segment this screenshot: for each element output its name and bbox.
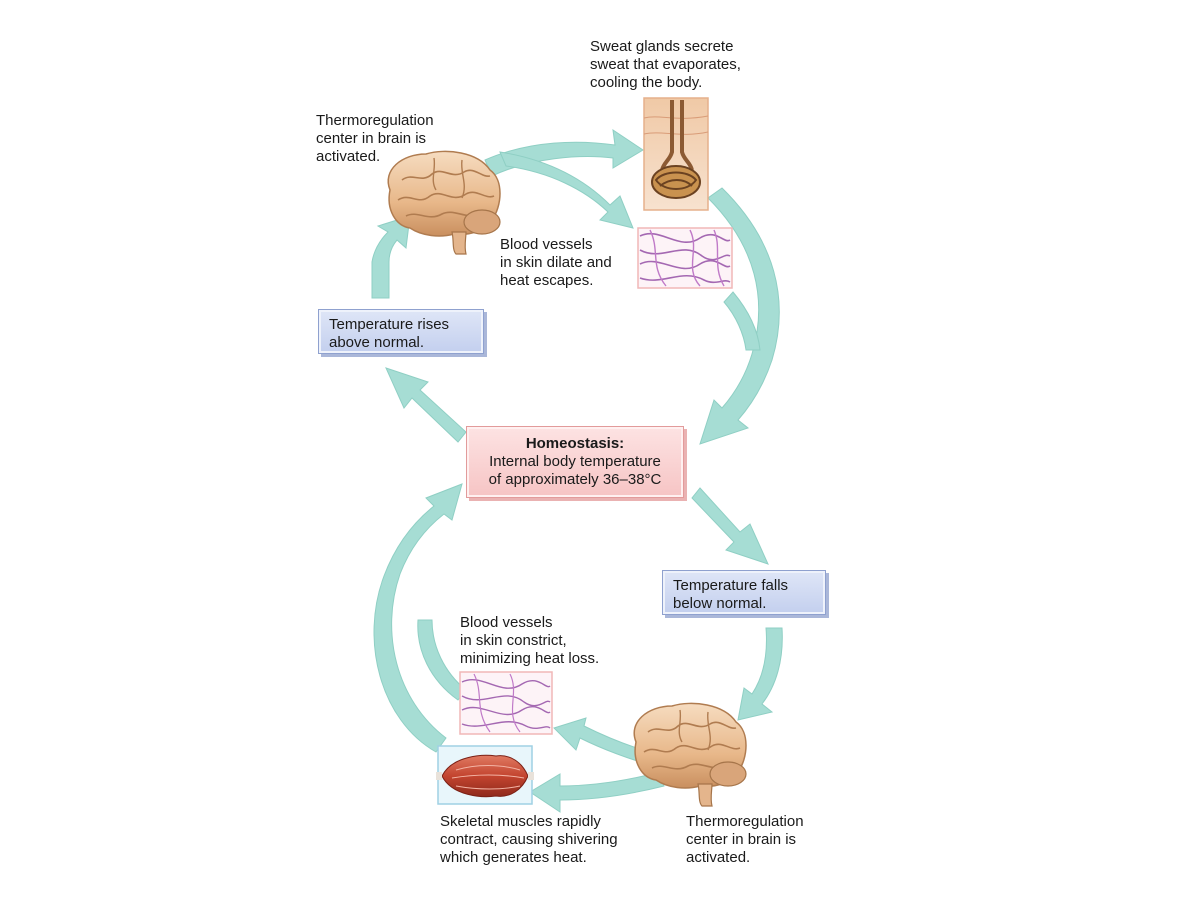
arrow-vessels-to-curve: [723, 291, 761, 351]
label-vessels-dilate: Blood vessels in skin dilate and heat es…: [500, 236, 612, 289]
skeletal-muscle-icon: [436, 745, 534, 805]
arrow-brain-to-muscle: [529, 771, 665, 813]
label-brain-top: Thermoregulation center in brain is acti…: [316, 112, 434, 165]
label-skeletal-muscles: Skeletal muscles rapidly contract, causi…: [440, 813, 618, 866]
blood-vessels-icon: [637, 227, 733, 289]
homeostasis-title: Homeostasis:: [525, 435, 625, 452]
brain-icon: [633, 702, 747, 807]
temperature-falls-text: Temperature falls below normal.: [673, 577, 789, 612]
arrow-rises-to-brain: [371, 215, 411, 299]
arrow-constrict-curve: [417, 619, 467, 701]
arrow-brain-to-sweat: [484, 128, 644, 177]
arrow-homeostasis-to-rises: [385, 367, 467, 443]
arrow-falls-to-brain: [737, 627, 783, 721]
label-brain-bottom: Thermoregulation center in brain is acti…: [686, 813, 804, 866]
label-vessels-constrict: Blood vessels in skin constrict, minimiz…: [460, 614, 600, 667]
temperature-rises-box: Temperature rises above normal.: [318, 309, 484, 354]
arrow-homeostasis-to-falls: [691, 487, 769, 565]
temperature-rises-text: Temperature rises above normal.: [329, 316, 450, 351]
sweat-gland-icon: [643, 97, 709, 211]
arrow-brain-to-vessels: [499, 151, 634, 229]
blood-vessels-icon: [459, 671, 553, 735]
label-sweat-glands: Sweat glands secrete sweat that evaporat…: [590, 38, 741, 91]
homeostasis-box: Homeostasis: Internal body temperature o…: [466, 426, 684, 498]
arrow-sweat-to-homeostasis: [699, 187, 780, 445]
arrow-muscle-to-homeostasis: [373, 483, 463, 753]
brain-icon: [387, 150, 501, 255]
homeostasis-text: Internal body temperature of approximate…: [488, 453, 662, 488]
temperature-falls-box: Temperature falls below normal.: [662, 570, 826, 615]
